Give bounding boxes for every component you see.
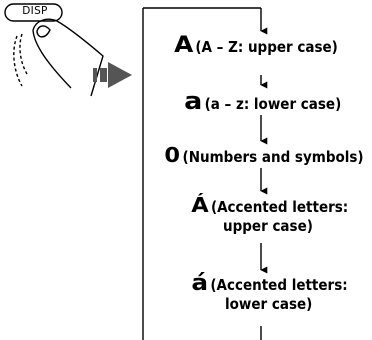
accented-upper-glyph: Á xyxy=(191,193,209,217)
step-numbers-symbols: 0(Numbers and symbols) xyxy=(164,143,364,167)
disp-button xyxy=(4,3,63,22)
accented-lower-label-line2: lower case) xyxy=(225,295,313,313)
finger-icon xyxy=(13,18,104,97)
accented-lower-glyph: á xyxy=(191,271,209,296)
accented-upper-label-line2: upper case) xyxy=(223,217,313,235)
cycle-bracket xyxy=(142,7,261,340)
step-accented-upper: Á(Accented letters: upper case) xyxy=(191,193,351,236)
step-accented-lower: á(Accented letters: lower case) xyxy=(191,271,351,314)
upper-case-label: (A – Z: upper case) xyxy=(195,38,338,56)
numbers-symbols-glyph: 0 xyxy=(164,143,181,167)
step-upper-case: A(A – Z: upper case) xyxy=(174,33,338,58)
step-lower-case: a(a – z: lower case) xyxy=(184,87,342,115)
accented-lower-label-line1: (Accented letters: xyxy=(210,276,348,294)
accented-upper-label-line1: (Accented letters: xyxy=(210,198,349,216)
upper-case-glyph: A xyxy=(174,33,194,58)
numbers-symbols-label: (Numbers and symbols) xyxy=(182,148,364,166)
lower-case-label: (a – z: lower case) xyxy=(204,95,342,113)
disp-button-label: DISP xyxy=(22,5,48,17)
press-arrow-icon xyxy=(93,62,132,88)
lower-case-glyph: a xyxy=(184,87,203,115)
